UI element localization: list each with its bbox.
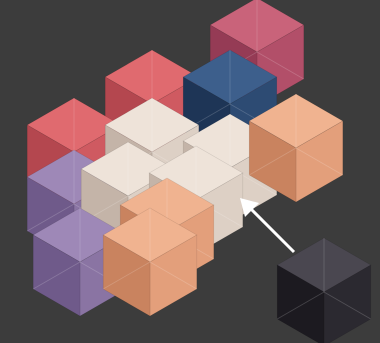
arrow-shaft bbox=[250, 208, 294, 252]
arrow-icon bbox=[240, 198, 294, 252]
loose-cube bbox=[277, 238, 371, 343]
tessellation-tiles bbox=[27, 0, 371, 343]
